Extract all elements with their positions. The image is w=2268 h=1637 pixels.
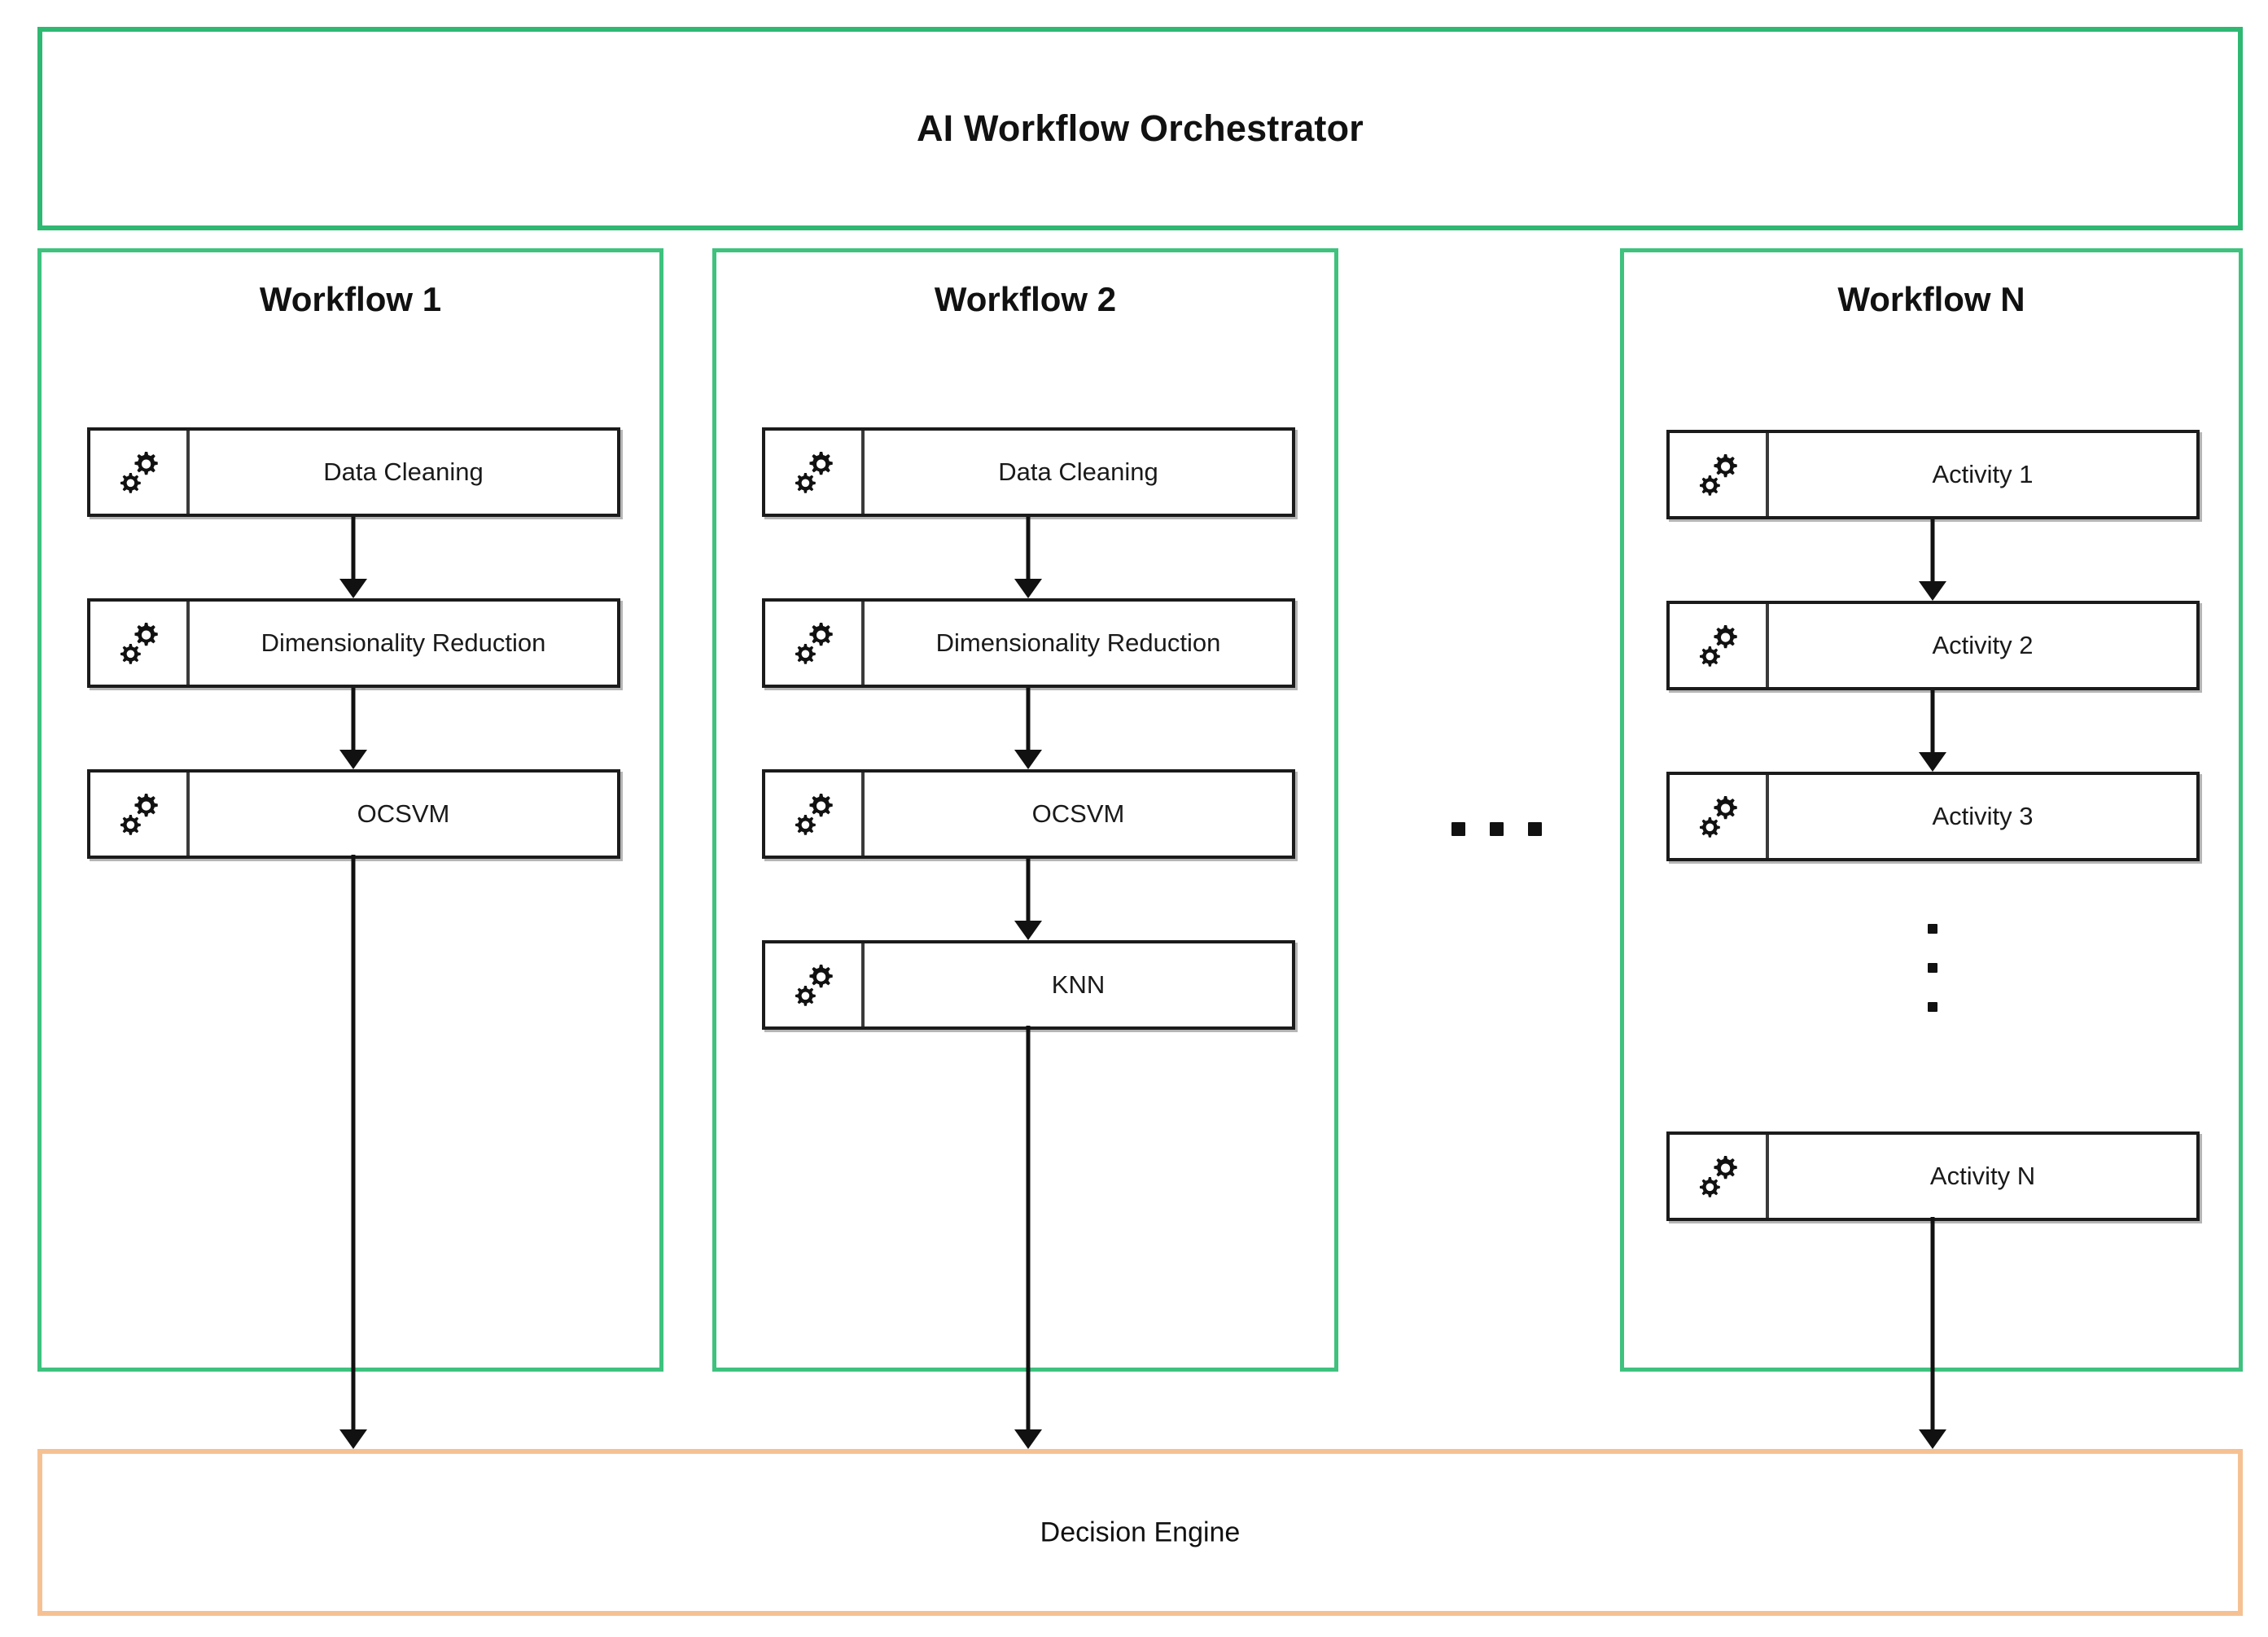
- ellipsis-dot: [1528, 822, 1542, 836]
- activity-label: Data Cleaning: [323, 457, 484, 486]
- ellipsis-dot: [1928, 963, 1937, 973]
- activity-node[interactable]: Activity 2: [1666, 601, 2200, 690]
- activity-node[interactable]: Data Cleaning: [762, 427, 1295, 517]
- activity-node[interactable]: Activity 3: [1666, 772, 2200, 861]
- gears-icon: [1670, 775, 1769, 858]
- ellipsis-dot: [1928, 1002, 1937, 1012]
- workflow-panel-1: Workflow 1 Data Cleaning: [37, 248, 663, 1372]
- gears-icon: [90, 773, 190, 856]
- decision-engine-title: Decision Engine: [1040, 1517, 1241, 1547]
- workflow-panel-2: Workflow 2 Data Cleaning: [712, 248, 1338, 1372]
- workflow-2-title: Workflow 2: [934, 280, 1117, 318]
- activity-node[interactable]: Dimensionality Reduction: [87, 598, 620, 688]
- activity-label: Dimensionality Reduction: [935, 628, 1221, 657]
- workflow-n-title: Workflow N: [1837, 280, 2025, 318]
- gears-icon: [90, 602, 190, 685]
- activity-label: KNN: [1051, 970, 1106, 999]
- ellipsis-dot: [1490, 822, 1504, 836]
- activity-node[interactable]: OCSVM: [87, 769, 620, 859]
- activity-label: Data Cleaning: [998, 457, 1158, 486]
- orchestrator-container: AI Workflow Orchestrator: [37, 27, 2243, 230]
- activity-label: OCSVM: [357, 799, 450, 828]
- gears-icon: [90, 431, 190, 514]
- activity-node[interactable]: Data Cleaning: [87, 427, 620, 517]
- vertical-ellipsis: [1928, 924, 1937, 1012]
- activity-node[interactable]: KNN: [762, 940, 1295, 1030]
- activity-label: Dimensionality Reduction: [261, 628, 546, 657]
- decision-engine-container: Decision Engine: [37, 1449, 2243, 1616]
- gears-icon: [765, 943, 865, 1026]
- gears-icon: [765, 773, 865, 856]
- activity-node[interactable]: Activity N: [1666, 1131, 2200, 1221]
- activity-label: Activity N: [1929, 1161, 2036, 1190]
- orchestrator-title: AI Workflow Orchestrator: [916, 107, 1364, 149]
- activity-node[interactable]: Dimensionality Reduction: [762, 598, 1295, 688]
- gears-icon: [1670, 604, 1769, 687]
- activity-label: Activity 1: [1932, 459, 2034, 488]
- gears-icon: [1670, 1135, 1769, 1218]
- activity-label: OCSVM: [1031, 799, 1125, 828]
- workflow-panel-n: Workflow N Activity 1: [1620, 248, 2243, 1372]
- activity-node[interactable]: Activity 1: [1666, 430, 2200, 519]
- ellipsis-dot: [1451, 822, 1465, 836]
- activity-node[interactable]: OCSVM: [762, 769, 1295, 859]
- horizontal-ellipsis: [1451, 822, 1542, 836]
- gears-icon: [765, 431, 865, 514]
- gears-icon: [1670, 433, 1769, 516]
- gears-icon: [765, 602, 865, 685]
- activity-label: Activity 2: [1932, 630, 2034, 659]
- ellipsis-dot: [1928, 924, 1937, 934]
- activity-label: Activity 3: [1932, 801, 2034, 830]
- workflow-1-title: Workflow 1: [259, 280, 442, 318]
